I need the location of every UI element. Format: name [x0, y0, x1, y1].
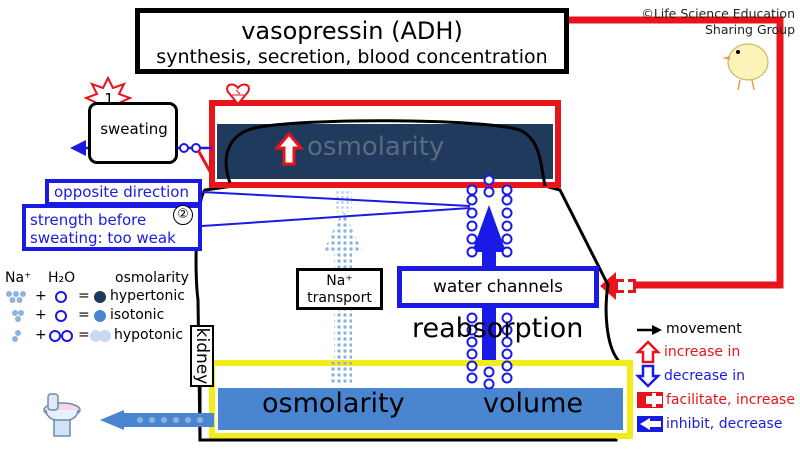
heart-icon — [226, 83, 250, 106]
note-pointer-lines — [201, 191, 471, 227]
kidney-top-curve — [224, 119, 547, 187]
legend-equals: = — [78, 327, 90, 343]
legend-na: Na⁺ — [5, 270, 32, 286]
kidney-label-box — [190, 325, 214, 387]
step-number-2: ② — [173, 205, 193, 225]
urine-dots — [330, 362, 352, 384]
reabsorption-label: reabsorption — [412, 313, 584, 344]
urine-fill — [218, 388, 623, 430]
toilet-icon — [43, 393, 81, 437]
key-symbols — [634, 325, 663, 432]
urine-outflow-arrow — [100, 410, 214, 430]
title-main: vasopressin (ADH) — [241, 17, 463, 45]
water-channels-label: water channels — [433, 277, 563, 297]
na-transport-line1: Na⁺ — [326, 273, 353, 289]
kidney-bottom-line — [198, 380, 616, 442]
key-inhibit: inhibit, decrease — [666, 416, 783, 432]
adh-signal-path — [569, 16, 784, 289]
legend-symbols — [6, 291, 111, 342]
urine-osmolarity-label: osmolarity — [262, 388, 405, 419]
strength-note: strength before sweating: too weak — [22, 204, 202, 251]
sweat-connector — [196, 149, 214, 176]
legend-plus: + — [35, 288, 47, 304]
key-facilitate: facilitate, increase — [666, 392, 795, 408]
blood-top-fill — [217, 124, 553, 179]
opposite-direction-note: opposite direction — [45, 179, 202, 206]
credit: ©Life Science Education Sharing Group — [590, 6, 795, 38]
increase-arrow-blood — [273, 131, 305, 166]
kidney-label: kidney — [192, 327, 212, 385]
legend-hypertonic: hypertonic — [110, 288, 185, 304]
legend-osmolarity: osmolarity — [115, 270, 189, 286]
legend-plus: + — [35, 307, 47, 323]
legend-hypotonic: hypotonic — [114, 327, 184, 343]
strength-line1: strength before — [30, 211, 147, 229]
water-molecules — [466, 174, 513, 390]
opposite-direction-text: opposite direction — [54, 183, 189, 201]
legend-h2o: H₂O — [48, 270, 76, 286]
credit-line2: Sharing Group — [704, 22, 795, 37]
key-movement: movement — [666, 321, 742, 337]
title-subtitle: synthesis, secretion, blood concentratio… — [156, 46, 548, 68]
sweating-box — [88, 102, 178, 164]
key-decrease-in: decrease in — [664, 368, 745, 384]
urine-volume-label: volume — [483, 388, 584, 419]
blood-osmolarity-label: osmolarity — [307, 132, 445, 162]
sweating-label: sweating — [100, 120, 168, 138]
facilitate-arrow — [600, 272, 636, 300]
legend-equals: = — [78, 307, 90, 323]
legend-isotonic: isotonic — [110, 307, 165, 323]
chick-icon — [722, 43, 769, 91]
strength-line2: sweating: too weak — [30, 229, 176, 247]
step-number-1: 1 — [104, 90, 114, 108]
title-box: vasopressin (ADH) synthesis, secretion, … — [135, 8, 569, 74]
credit-line1: ©Life Science Education — [641, 6, 795, 21]
na-transport-box: Na⁺ transport — [296, 268, 383, 310]
key-increase-in: increase in — [664, 344, 741, 360]
water-channels-box: water channels — [397, 266, 599, 308]
legend-plus: + — [35, 327, 47, 343]
legend-equals: = — [78, 288, 90, 304]
na-transport-line2: transport — [307, 290, 372, 306]
